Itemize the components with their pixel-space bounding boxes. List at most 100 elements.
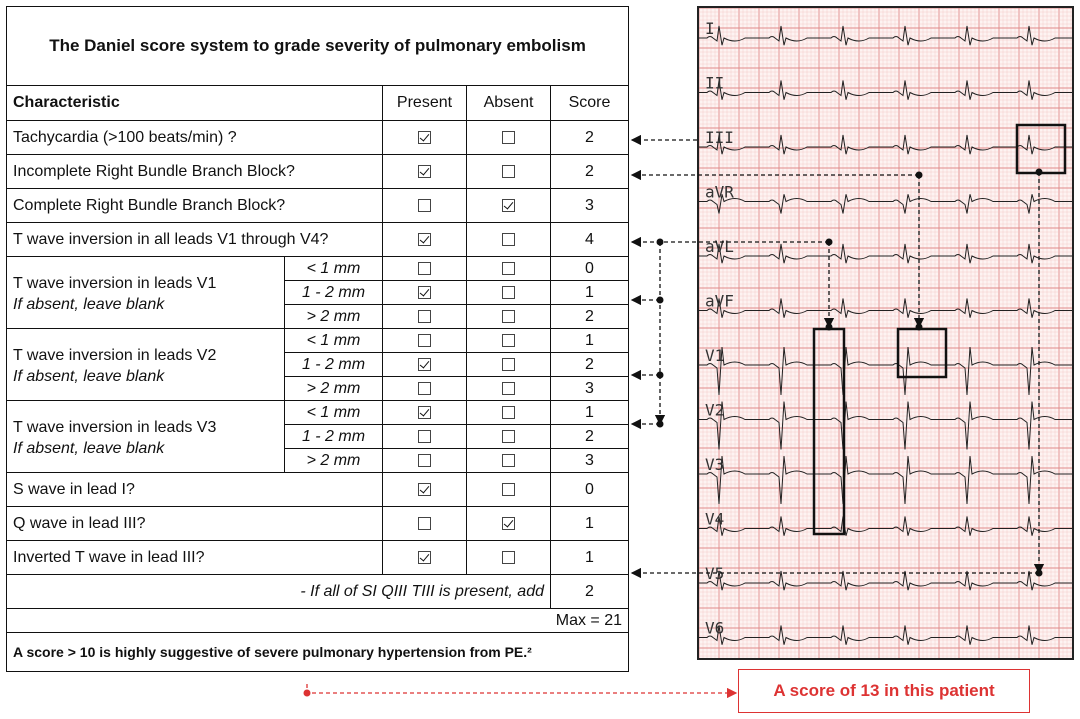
absent-cell xyxy=(466,376,551,401)
present-checkbox[interactable] xyxy=(418,358,431,372)
lead-label-V2: V2 xyxy=(705,401,724,420)
ecg-trace-III xyxy=(699,134,1072,155)
present-checkbox[interactable] xyxy=(418,286,431,300)
absent-cell xyxy=(466,400,551,425)
absent-checkbox[interactable] xyxy=(502,454,515,468)
absent-checkbox[interactable] xyxy=(502,286,515,300)
row-score: 3 xyxy=(549,376,630,401)
lead-label-aVF: aVF xyxy=(705,292,734,311)
table-row: Tachycardia (>100 beats/min) ?2 xyxy=(6,120,630,155)
table-row: Complete Right Bundle Branch Block?3 xyxy=(6,188,630,223)
absent-checkbox[interactable] xyxy=(502,334,515,348)
row-score: 1 xyxy=(549,506,630,541)
row-score: 0 xyxy=(549,472,630,507)
ecg-trace-V3 xyxy=(699,455,1072,505)
absent-checkbox[interactable] xyxy=(502,358,515,372)
row-score: 4 xyxy=(549,222,630,257)
absent-checkbox[interactable] xyxy=(502,310,515,324)
present-checkbox[interactable] xyxy=(418,310,431,324)
connector-dot xyxy=(656,238,664,246)
ecg-trace-aVL xyxy=(699,243,1072,264)
absent-cell xyxy=(466,448,551,473)
absent-checkbox[interactable] xyxy=(502,483,515,497)
ecg-trace-I xyxy=(699,25,1072,46)
table-row: Incomplete Right Bundle Branch Block?2 xyxy=(6,154,630,189)
absent-checkbox[interactable] xyxy=(502,551,515,565)
header-absent: Absent xyxy=(466,85,551,121)
present-checkbox[interactable] xyxy=(418,483,431,497)
row-score: 3 xyxy=(549,448,630,473)
row-score: 2 xyxy=(549,120,630,155)
absent-checkbox[interactable] xyxy=(502,131,515,145)
present-checkbox[interactable] xyxy=(418,131,431,145)
absent-checkbox[interactable] xyxy=(502,233,515,247)
siqiii-label: - If all of SI QIII TIII is present, add xyxy=(6,574,551,609)
present-cell xyxy=(382,280,467,305)
present-cell xyxy=(382,188,467,223)
absent-checkbox[interactable] xyxy=(502,517,515,531)
row-label: Complete Right Bundle Branch Block? xyxy=(6,188,383,223)
row-label: T wave inversion in all leads V1 through… xyxy=(6,222,383,257)
range-label: > 2 mm xyxy=(284,376,383,401)
lead-label-V3: V3 xyxy=(705,455,724,474)
ecg-trace-V5 xyxy=(699,570,1072,591)
present-checkbox[interactable] xyxy=(418,233,431,247)
absent-checkbox[interactable] xyxy=(502,406,515,420)
table-row: Q wave in lead III?1 xyxy=(6,506,630,541)
row-label: S wave in lead I? xyxy=(6,472,383,507)
table-row: Inverted T wave in lead III?1 xyxy=(6,540,630,575)
present-cell xyxy=(382,328,467,353)
absent-cell xyxy=(466,222,551,257)
absent-checkbox[interactable] xyxy=(502,262,515,276)
lead-label-III: III xyxy=(705,128,734,147)
present-checkbox[interactable] xyxy=(418,430,431,444)
absent-checkbox[interactable] xyxy=(502,199,515,213)
connector-dot xyxy=(303,689,311,697)
absent-cell xyxy=(466,154,551,189)
header-score: Score xyxy=(549,85,630,121)
ecg-trace-V2 xyxy=(699,401,1072,450)
present-cell xyxy=(382,256,467,281)
range-label: 1 - 2 mm xyxy=(284,280,383,305)
group-label: T wave inversion in leads V3 xyxy=(13,418,217,436)
row-score: 2 xyxy=(549,424,630,449)
present-checkbox[interactable] xyxy=(418,262,431,276)
ecg-trace-V6 xyxy=(699,625,1072,645)
ecg-trace-II xyxy=(699,80,1072,100)
present-cell xyxy=(382,424,467,449)
lead-label-V5: V5 xyxy=(705,564,724,583)
present-checkbox[interactable] xyxy=(418,517,431,531)
row-score: 1 xyxy=(549,400,630,425)
group-note: If absent, leave blank xyxy=(13,295,165,313)
present-checkbox[interactable] xyxy=(418,165,431,179)
range-label: 1 - 2 mm xyxy=(284,424,383,449)
siqiii-row: - If all of SI QIII TIII is present, add… xyxy=(6,574,630,609)
absent-checkbox[interactable] xyxy=(502,165,515,179)
table-title: The Daniel score system to grade severit… xyxy=(5,6,630,86)
group-note: If absent, leave blank xyxy=(13,367,165,385)
absent-cell xyxy=(466,540,551,575)
absent-cell xyxy=(466,120,551,155)
present-checkbox[interactable] xyxy=(418,199,431,213)
lead-label-V1: V1 xyxy=(705,346,724,365)
absent-checkbox[interactable] xyxy=(502,430,515,444)
group-note: If absent, leave blank xyxy=(13,439,165,457)
range-label: > 2 mm xyxy=(284,448,383,473)
absent-checkbox[interactable] xyxy=(502,382,515,396)
present-checkbox[interactable] xyxy=(418,454,431,468)
present-checkbox[interactable] xyxy=(418,406,431,420)
present-cell xyxy=(382,154,467,189)
header-present: Present xyxy=(382,85,467,121)
present-cell xyxy=(382,400,467,425)
present-cell xyxy=(382,448,467,473)
absent-cell xyxy=(466,328,551,353)
group-label: T wave inversion in leads V1 xyxy=(13,274,217,292)
daniel-score-table: The Daniel score system to grade severit… xyxy=(5,6,630,672)
present-checkbox[interactable] xyxy=(418,334,431,348)
present-checkbox[interactable] xyxy=(418,382,431,396)
row-score: 2 xyxy=(549,304,630,329)
table-row: > 2 mm 3 xyxy=(7,448,630,473)
present-checkbox[interactable] xyxy=(418,551,431,565)
connector-dot xyxy=(656,296,664,304)
